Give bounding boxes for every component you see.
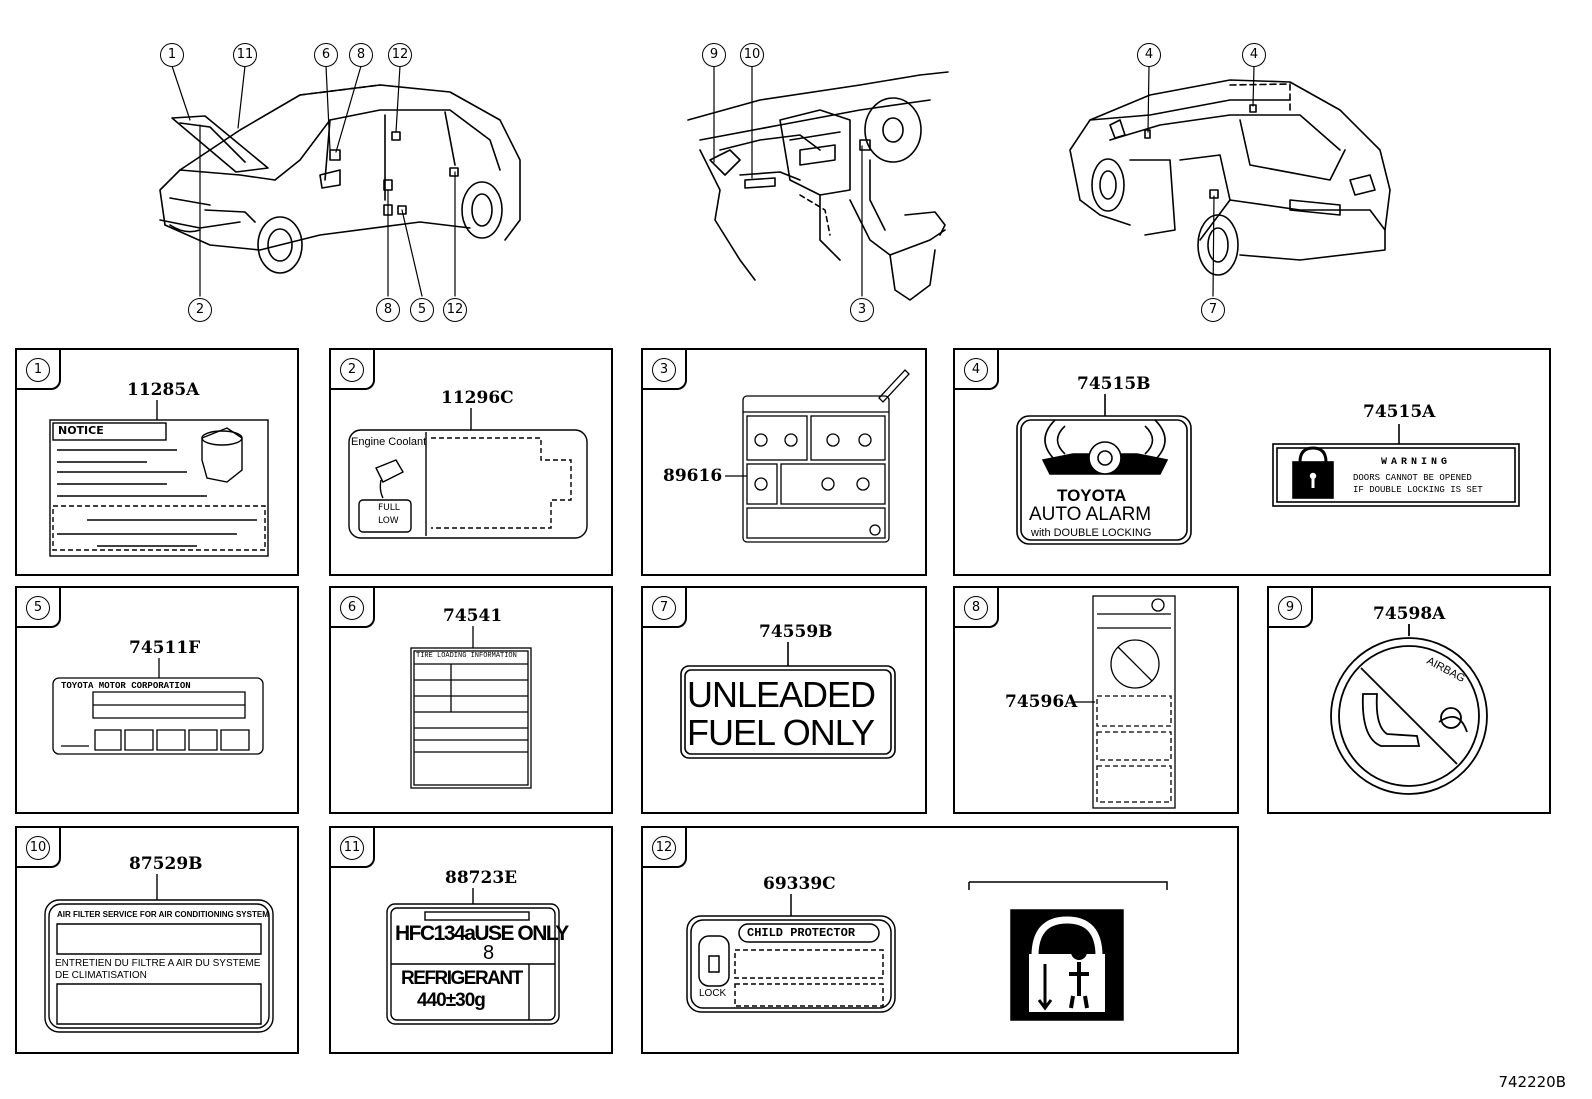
label-74596A	[1073, 595, 1176, 809]
panel-1: 1 11285A NOTICE	[15, 348, 299, 576]
panel-3: 3 89616	[641, 348, 927, 576]
part-number: 74559B	[759, 622, 833, 642]
panel-2: 2 11296C Engine Coolant FULL LOW	[329, 348, 613, 576]
panel-4: 4 74515B 74515A TOYOTA AUTO ALARM with D…	[953, 348, 1551, 576]
panel-7: 7 74559B UNLEADED FUEL ONLY	[641, 586, 927, 814]
callout-10: 10	[740, 43, 764, 67]
entretien-text: ENTRETIEN DU FILTRE A AIR DU SYSTEME	[55, 958, 261, 969]
hfc134a-text: HFC134aUSE ONLY	[395, 922, 569, 945]
callout-12: 12	[388, 43, 412, 67]
label-74541	[410, 626, 532, 789]
interior-view	[687, 71, 949, 301]
panel-12: 12 69339C CHILD PROTECTOR LOCK	[641, 826, 1239, 1054]
callout-5: 5	[410, 298, 434, 322]
label-89616	[725, 369, 910, 543]
part-number: 74515B	[1077, 374, 1151, 394]
exterior-front-view	[159, 84, 521, 274]
part-number: 87529B	[129, 854, 203, 874]
vehicle-illustrations	[159, 65, 1391, 301]
part-number: 11296C	[441, 388, 514, 408]
label-87529B	[44, 874, 274, 1033]
unleaded-text: UNLEADED	[687, 674, 876, 715]
label-74511F	[52, 658, 264, 755]
tmc-text: TOYOTA MOTOR CORPORATION	[61, 681, 191, 691]
callout-2: 2	[188, 298, 212, 322]
callout-7: 7	[1201, 298, 1225, 322]
climatisation-text: DE CLIMATISATION	[55, 970, 147, 981]
double-lock-warning-text: IF DOUBLE LOCKING IS SET	[1353, 485, 1483, 495]
auto-alarm-text: AUTO ALARM	[1029, 504, 1152, 525]
panel-number-tab: 10	[17, 828, 61, 868]
fuel-only-text: FUEL ONLY	[687, 712, 875, 753]
tire-loading-text: TIRE LOADING INFORMATION	[416, 652, 517, 660]
panel-number-tab: 12	[643, 828, 687, 868]
part-number: 88723E	[445, 868, 518, 888]
doors-warning-text: DOORS CANNOT BE OPENED	[1353, 473, 1472, 483]
panel-number-tab: 4	[955, 350, 999, 390]
warning-text: WARNING	[1381, 457, 1452, 468]
panel-number-tab: 9	[1269, 588, 1313, 628]
panel-9: 9 74598A AIRBAG	[1267, 586, 1551, 814]
callout-11: 11	[233, 43, 257, 67]
panel-number-tab: 7	[643, 588, 687, 628]
child-protector-text: CHILD PROTECTOR	[747, 926, 856, 940]
callout-4: 4	[1137, 43, 1161, 67]
callout-12b: 12	[443, 298, 467, 322]
part-number: 69339C	[763, 874, 836, 894]
part-number: 74511F	[129, 638, 201, 658]
panel-6: 6 74541 TIRE LOADING INFORMATION	[329, 586, 613, 814]
toyota-text: TOYOTA	[1057, 486, 1127, 505]
air-filter-text: AIR FILTER SERVICE FOR AIR CONDITIONING …	[57, 910, 269, 919]
callout-4b: 4	[1242, 43, 1266, 67]
callout-8b: 8	[376, 298, 400, 322]
lock-text: LOCK	[699, 988, 727, 999]
panel-8: 8 74596A	[953, 586, 1239, 814]
panel-10: 10 87529B AIR FILTER SERVICE FOR AIR CON…	[15, 826, 299, 1054]
callout-8: 8	[349, 43, 373, 67]
callout-6: 6	[314, 43, 338, 67]
panel-number-tab: 11	[331, 828, 375, 868]
part-number: 74541	[443, 606, 503, 626]
diagram-code: 742220B	[1498, 1073, 1566, 1091]
refrigerant-text: REFRIGERANT	[401, 968, 523, 989]
panel-number-tab: 8	[955, 588, 999, 628]
callout-9: 9	[702, 43, 726, 67]
exterior-rear-view	[1069, 79, 1391, 276]
label-74515	[1016, 394, 1520, 545]
label-69339C	[686, 881, 1168, 1021]
label-74598A	[1330, 624, 1488, 795]
panel-number-tab: 5	[17, 588, 61, 628]
panel-number-tab: 1	[17, 350, 61, 390]
panel-number-tab: 3	[643, 350, 687, 390]
panel-number-tab: 6	[331, 588, 375, 628]
part-number: 89616	[663, 466, 723, 486]
panel-11: 11 88723E HFC134aUSE ONLY 8 REFRIGERANT …	[329, 826, 613, 1054]
charge-amount-text: 440±30g	[417, 990, 486, 1011]
double-locking-text: with DOUBLE LOCKING	[1031, 527, 1152, 539]
part-number: 11285A	[127, 380, 200, 400]
label-11296C	[348, 408, 588, 539]
callout-3: 3	[850, 298, 874, 322]
callout-1: 1	[160, 43, 184, 67]
notice-heading: NOTICE	[58, 424, 104, 437]
low-text: LOW	[378, 516, 399, 526]
part-number: 74598A	[1373, 604, 1446, 624]
engine-coolant-text: Engine Coolant	[351, 436, 427, 448]
label-11285A	[49, 400, 269, 557]
label-88723E	[386, 888, 560, 1025]
panel-5: 5 74511F TOYOTA MOTOR CORPORATION	[15, 586, 299, 814]
part-number: 74596A	[1005, 692, 1078, 712]
oil-amount-text: 8	[483, 942, 495, 964]
panel-number-tab: 2	[331, 350, 375, 390]
full-text: FULL	[378, 503, 400, 513]
part-number-2: 74515A	[1363, 402, 1436, 422]
label-74559B	[680, 642, 896, 759]
